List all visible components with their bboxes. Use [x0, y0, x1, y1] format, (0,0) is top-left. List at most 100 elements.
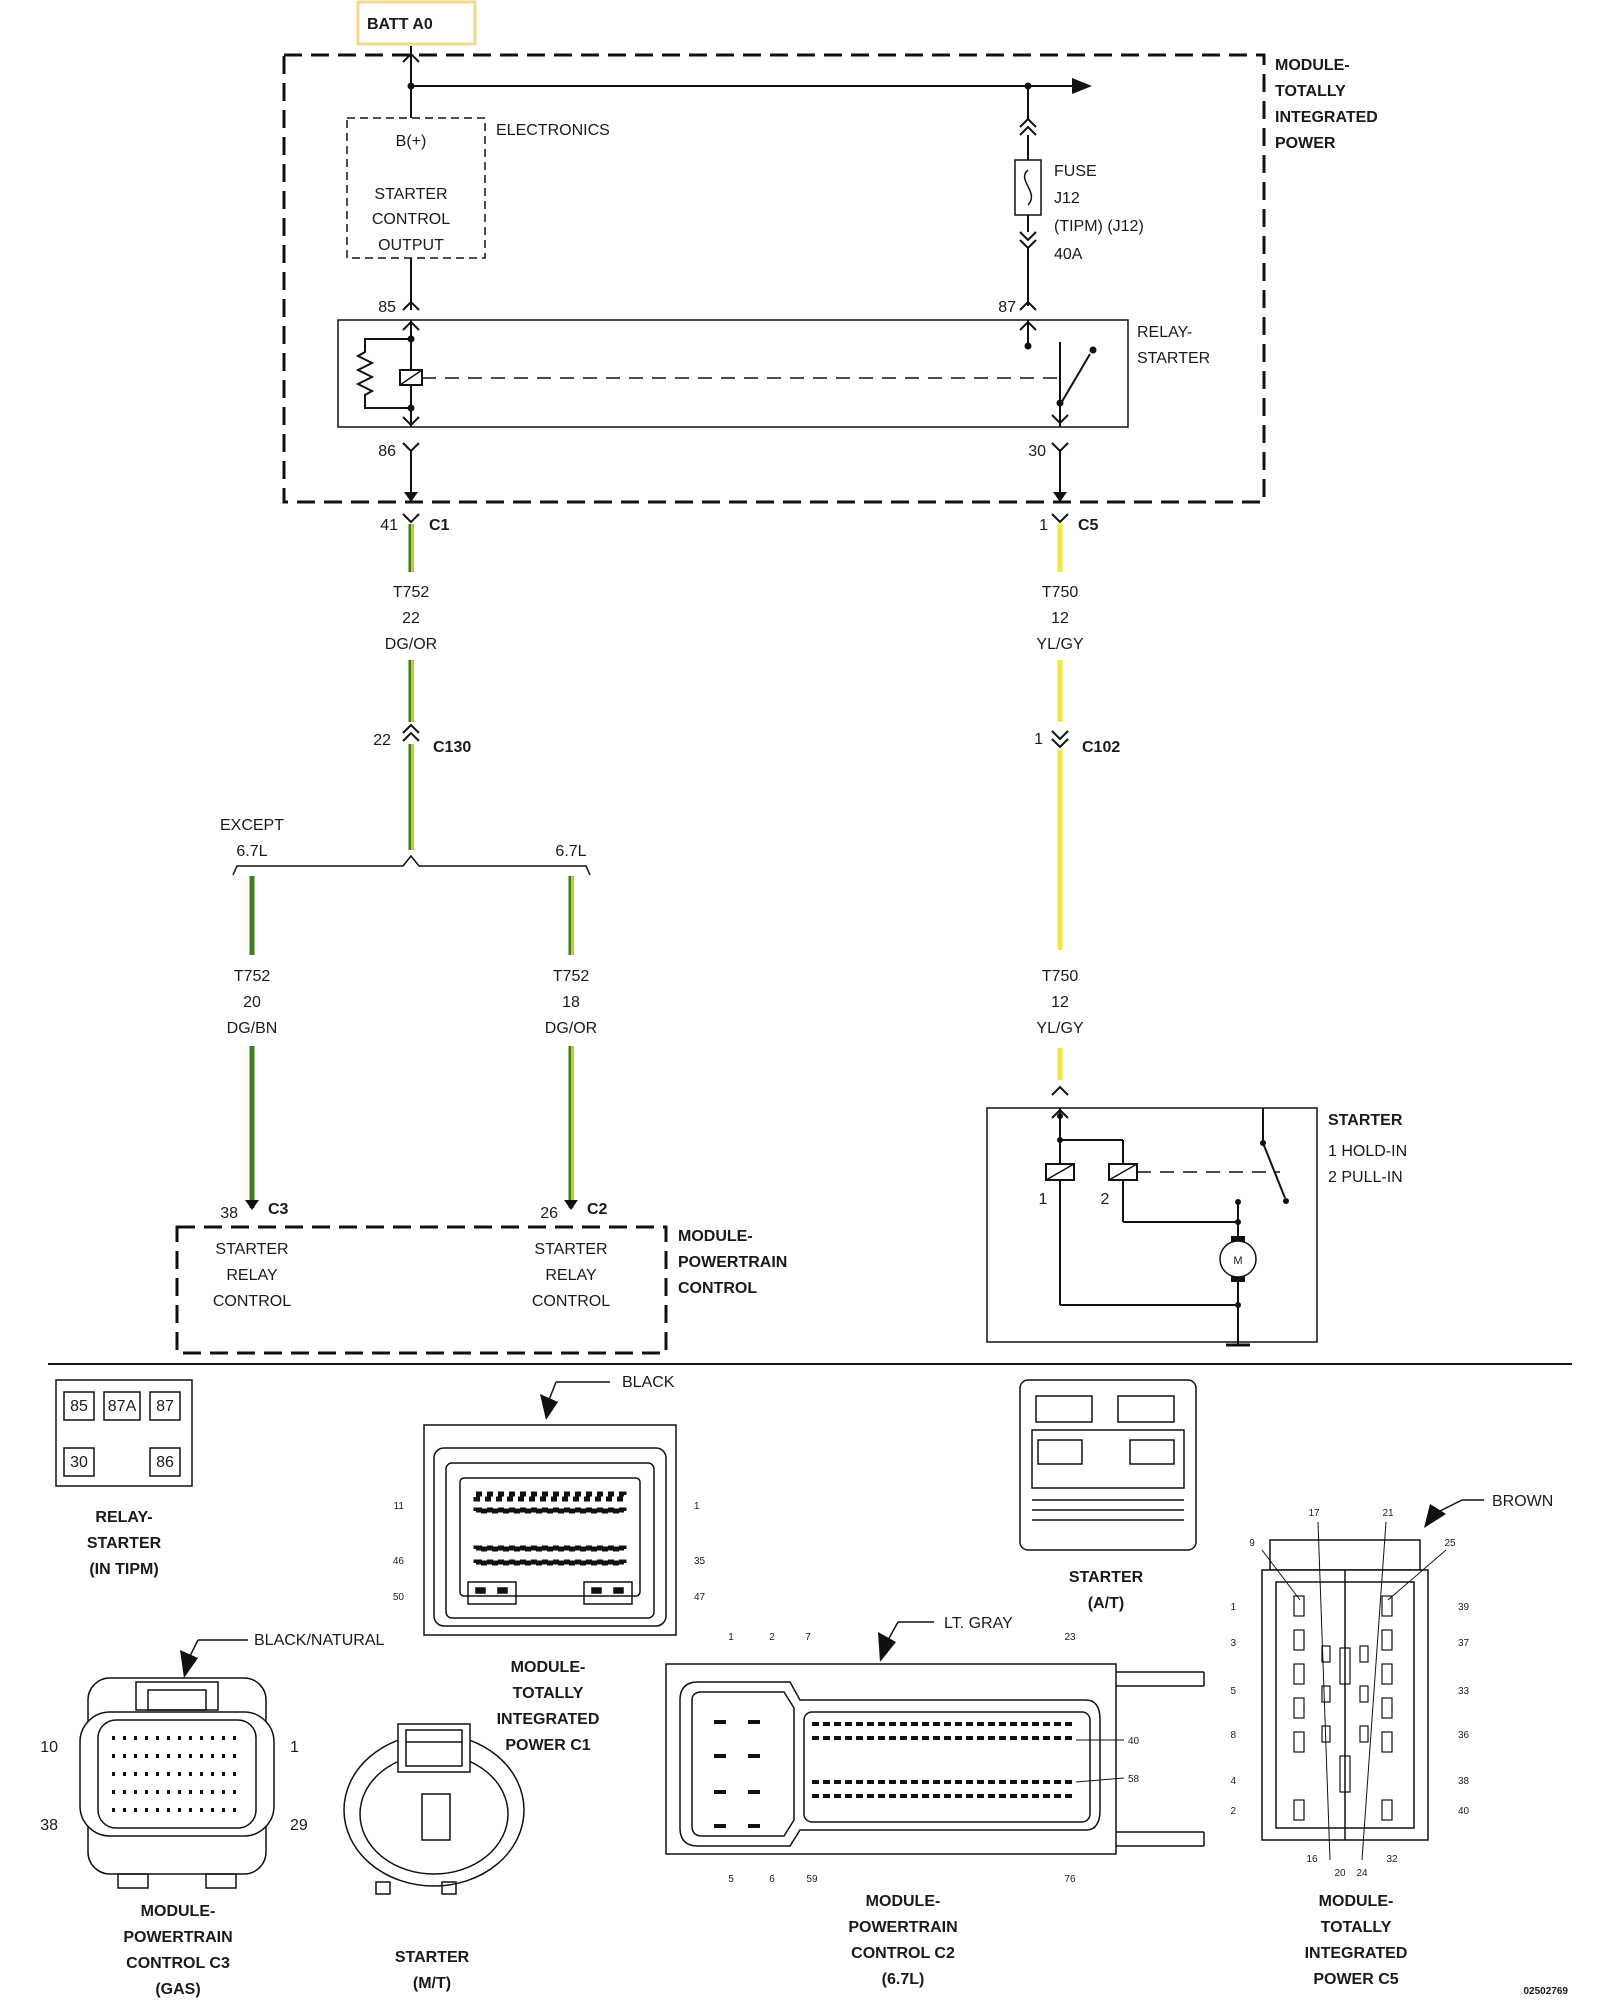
c5-callouts: [1261, 1521, 1447, 1861]
svg-text:STARTER: STARTER: [534, 1241, 607, 1258]
svg-text:(GAS): (GAS): [155, 1981, 200, 1998]
svg-text:TOTALLY: TOTALLY: [513, 1685, 584, 1702]
c130-pin: 22: [373, 732, 391, 749]
svg-text:(TIPM) (J12): (TIPM) (J12): [1054, 218, 1144, 235]
svg-text:3: 3: [1230, 1638, 1236, 1649]
svg-text:87A: 87A: [108, 1398, 137, 1415]
figure-id: 02502769: [1524, 1986, 1569, 1997]
svg-text:22: 22: [402, 610, 420, 627]
c1-pin-cavities: [473, 1491, 627, 1566]
svg-text:35: 35: [694, 1556, 706, 1567]
svg-text:58: 58: [1128, 1774, 1140, 1785]
pcm-c3-label: C3: [268, 1201, 289, 1218]
svg-text:1: 1: [694, 1501, 700, 1512]
svg-text:DG/OR: DG/OR: [545, 1020, 597, 1037]
svg-text:STARTER: STARTER: [374, 186, 447, 203]
svg-text:46: 46: [393, 1556, 405, 1567]
starter-at-caption: STARTER (A/T): [1069, 1569, 1144, 1612]
relay-label: RELAY- STARTER: [1137, 324, 1210, 367]
pin-85: 85: [378, 299, 396, 316]
c3-color-label: BLACK/NATURAL: [254, 1632, 385, 1649]
feed-arrow: [1072, 78, 1092, 94]
svg-text:POWERTRAIN: POWERTRAIN: [848, 1919, 957, 1936]
svg-text:DG/OR: DG/OR: [385, 636, 437, 653]
svg-text:7: 7: [805, 1632, 811, 1643]
svg-text:RELAY: RELAY: [545, 1267, 597, 1284]
svg-text:39: 39: [1458, 1602, 1470, 1613]
svg-text:YL/GY: YL/GY: [1036, 1020, 1083, 1037]
tipm-c1-connector: [423, 1424, 677, 1636]
svg-text:20: 20: [1334, 1868, 1346, 1879]
svg-text:86: 86: [156, 1454, 174, 1471]
starter-mt-caption: STARTER (M/T): [395, 1949, 470, 1992]
c102-connector: [1051, 730, 1069, 749]
pin-30: 30: [1028, 443, 1046, 460]
batt-box: [356, 0, 477, 46]
svg-text:2: 2: [1230, 1806, 1236, 1817]
wire-t750-bottom-label: T750 12 YL/GY: [1036, 968, 1083, 1037]
svg-text:RELAY-: RELAY-: [1137, 324, 1192, 341]
svg-text:25: 25: [1444, 1538, 1456, 1549]
relay-pinout-caption: RELAY- STARTER (IN TIPM): [87, 1509, 162, 1578]
svg-text:T752: T752: [393, 584, 430, 601]
svg-text:STARTER: STARTER: [1328, 1112, 1403, 1129]
starter-circuit: [1045, 1108, 1286, 1347]
wire-t752-top: [408, 524, 414, 850]
wire-t750-top-label: T750 12 YL/GY: [1036, 584, 1083, 653]
svg-text:10: 10: [40, 1739, 58, 1756]
svg-text:24: 24: [1356, 1868, 1368, 1879]
svg-text:STARTER: STARTER: [1069, 1569, 1144, 1586]
svg-text:MODULE-: MODULE-: [866, 1893, 941, 1910]
svg-text:(M/T): (M/T): [413, 1975, 451, 1992]
c5-label: C5: [1078, 517, 1099, 534]
starter-box: [986, 1107, 1318, 1343]
relay-box: [337, 319, 1129, 428]
relay-coil: [355, 320, 1063, 427]
svg-text:4: 4: [1230, 1776, 1236, 1787]
pcm-func-left: STARTER RELAY CONTROL: [213, 1241, 291, 1310]
svg-text:38: 38: [1458, 1776, 1470, 1787]
svg-text:30: 30: [70, 1454, 88, 1471]
pcm-boundary: [175, 1225, 668, 1355]
svg-text:INTEGRATED: INTEGRATED: [497, 1711, 600, 1728]
c3-caption: MODULE- POWERTRAIN CONTROL C3 (GAS): [123, 1903, 232, 1998]
svg-text:POWER: POWER: [1275, 135, 1336, 152]
fuse-label: FUSE J12 (TIPM) (J12) 40A: [1054, 163, 1144, 263]
pin-85-terminal: [402, 300, 420, 311]
svg-text:40: 40: [1128, 1736, 1140, 1747]
starter-terminal: [1051, 1085, 1069, 1096]
c2-color-label: LT. GRAY: [944, 1615, 1013, 1632]
starter-at-connector: [1019, 1379, 1197, 1551]
except-label: EXCEPT: [220, 817, 284, 834]
svg-text:12: 12: [1051, 994, 1069, 1011]
svg-text:T752: T752: [234, 968, 271, 985]
c5-color-label: BROWN: [1492, 1493, 1553, 1510]
starter-title: STARTER 1 HOLD-IN 2 PULL-IN: [1328, 1112, 1407, 1186]
pcm-func-right: STARTER RELAY CONTROL: [532, 1241, 610, 1310]
c2-pin-cavities: [714, 1720, 1076, 1828]
svg-text:INTEGRATED: INTEGRATED: [1275, 109, 1378, 126]
c1-color-arrow: [540, 1394, 558, 1420]
c1-pin: 41: [380, 517, 398, 534]
svg-text:CONTROL: CONTROL: [532, 1293, 610, 1310]
c102-label: C102: [1082, 739, 1120, 756]
c1-label: C1: [429, 517, 450, 534]
svg-text:2: 2: [769, 1632, 775, 1643]
svg-text:36: 36: [1458, 1730, 1470, 1741]
svg-text:TOTALLY: TOTALLY: [1321, 1919, 1392, 1936]
c130-label: C130: [433, 739, 471, 756]
b-plus-label: B(+): [396, 133, 427, 150]
coil-1-label: 1: [1039, 1191, 1048, 1208]
wire-t752-top-label: T752 22 DG/OR: [385, 584, 437, 653]
c5-pin-numbers: 17 21 9 25 1 3 5 8 4 2 39 37 33 36 38 40…: [1230, 1508, 1469, 1879]
svg-text:12: 12: [1051, 610, 1069, 627]
svg-text:STARTER: STARTER: [215, 1241, 288, 1258]
svg-text:9: 9: [1249, 1538, 1255, 1549]
batt-label: BATT A0: [367, 16, 433, 33]
svg-text:1: 1: [290, 1739, 299, 1756]
motor-label: M: [1233, 1255, 1242, 1267]
svg-text:CONTROL C3: CONTROL C3: [126, 1955, 230, 1972]
svg-text:CONTROL: CONTROL: [213, 1293, 291, 1310]
pcm-c3-connector: [79, 1677, 275, 1889]
svg-text:CONTROL: CONTROL: [372, 211, 450, 228]
